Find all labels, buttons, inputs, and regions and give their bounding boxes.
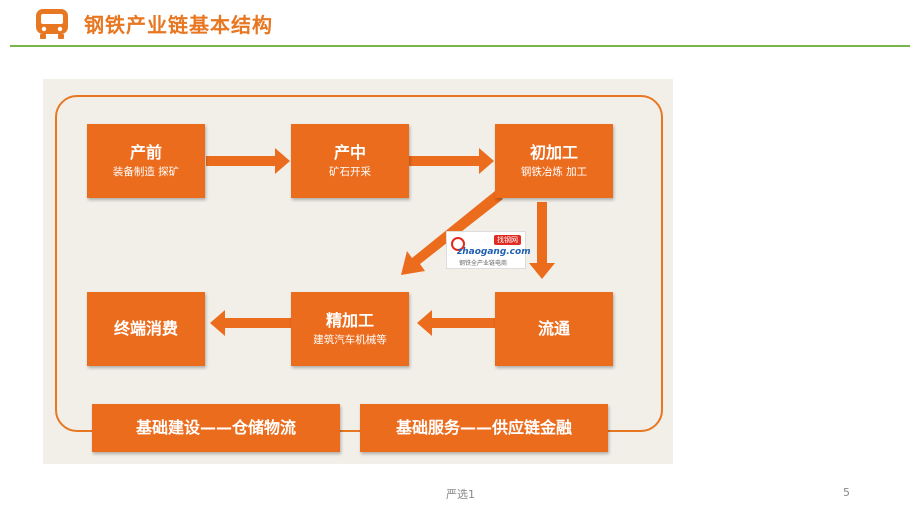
arrow-mid-to-primary: [409, 148, 494, 174]
node-infrastructure: 基础建设——仓储物流: [92, 404, 340, 452]
arrow-pre-to-mid: [206, 148, 290, 174]
node-infrastructure-title: 基础建设——仓储物流: [135, 418, 296, 437]
cycle-frame: [55, 95, 663, 432]
node-end-consumption-title: 终端消费: [113, 319, 178, 338]
footer-text: 严选1: [446, 488, 475, 501]
node-primary-processing-subtitle: 钢铁冶炼 加工: [520, 165, 588, 178]
arrow-primary-to-circulation: [529, 202, 555, 279]
node-fine-processing-subtitle: 建筑汽车机械等: [313, 333, 387, 346]
node-primary-processing: 初加工 钢铁冶炼 加工: [495, 124, 613, 198]
slide-header: 钢铁产业链基本结构: [0, 0, 920, 48]
arrow-circulation-to-fine: [417, 310, 495, 336]
industry-chain-diagram: 产前 装备制造 探矿 产中 矿石开采 初加工 钢铁冶炼 加工 终端消费 精加工 …: [43, 79, 673, 464]
node-production: 产中 矿石开采: [291, 124, 409, 198]
arrow-fine-to-end: [210, 310, 291, 336]
node-basic-services: 基础服务——供应链金融: [360, 404, 608, 452]
node-end-consumption: 终端消费: [87, 292, 205, 366]
title-divider: [10, 45, 910, 47]
node-pre-production-subtitle: 装备制造 探矿: [112, 165, 180, 178]
node-production-subtitle: 矿石开采: [329, 165, 371, 178]
node-primary-processing-title: 初加工: [529, 142, 578, 162]
logo-slogan: 钢铁全产业链电商: [459, 260, 508, 267]
node-fine-processing-title: 精加工: [325, 310, 374, 330]
node-circulation-title: 流通: [537, 319, 570, 338]
logo-url: zhaogang.com: [457, 247, 531, 257]
node-fine-processing: 精加工 建筑汽车机械等: [291, 292, 409, 366]
node-production-title: 产中: [333, 142, 366, 162]
node-basic-services-title: 基础服务——供应链金融: [395, 418, 572, 437]
node-pre-production: 产前 装备制造 探矿: [87, 124, 205, 198]
logo-tag: 找钢网: [494, 235, 521, 245]
logo-ring-icon: [451, 237, 465, 251]
node-circulation: 流通: [495, 292, 613, 366]
zhaogang-logo: 找钢网 zhaogang.com 钢铁全产业链电商: [446, 231, 531, 269]
page-number: 5: [843, 486, 850, 499]
node-pre-production-title: 产前: [129, 142, 162, 162]
bus-icon: [36, 9, 68, 39]
slide-title: 钢铁产业链基本结构: [84, 13, 273, 37]
